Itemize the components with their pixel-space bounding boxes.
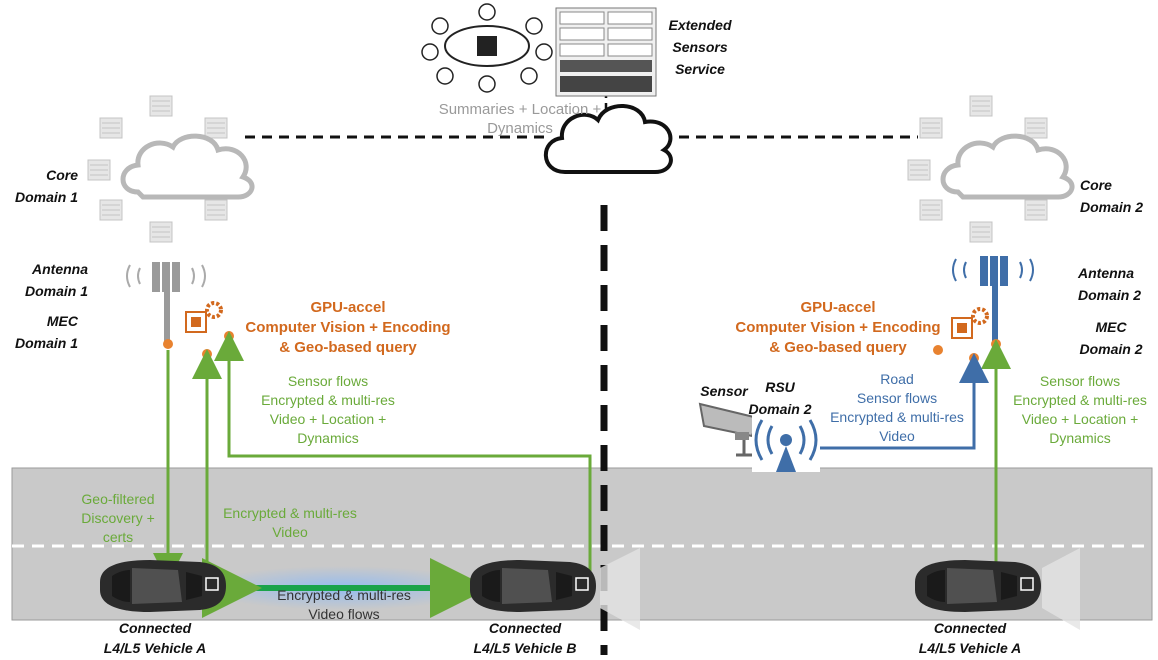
vehicle-a-right-label: Connected L4/L5 Vehicle A — [918, 620, 1022, 656]
core-domain-2-icon — [907, 95, 1072, 243]
core-domain-1-label: Core Domain 1 — [14, 167, 78, 205]
sensor-label: Sensor — [700, 383, 748, 399]
gpu-chip-icon-left — [185, 301, 223, 333]
gpu-accel-right-label: GPU-accel Computer Vision + Encoding & G… — [735, 299, 941, 356]
geo-filtered-label: Geo-filtered Discovery + certs — [81, 491, 155, 545]
gpu-accel-left-label: GPU-accel Computer Vision + Encoding & G… — [245, 299, 451, 356]
mec-node-2a — [991, 339, 1001, 349]
vehicle-b-icon — [470, 548, 640, 630]
rsu-icon — [752, 410, 820, 472]
mec-node-2c — [933, 345, 943, 355]
encrypted-video-label: Encrypted & multi-res Video — [223, 505, 357, 540]
rsu-domain-2-label: RSU Domain 2 — [748, 379, 812, 417]
antenna-domain-1-label: Antenna Domain 1 — [24, 261, 88, 299]
sensor-flows-right-label: Sensor flows Encrypted & multi-res Video… — [1013, 373, 1147, 446]
vehicle-a-left-icon — [100, 560, 226, 612]
mec-node-2b — [969, 353, 979, 363]
central-cloud-icon — [543, 104, 673, 174]
antenna-domain-2-label: Antenna Domain 2 — [1078, 265, 1142, 303]
sensor-network-icon — [421, 3, 553, 93]
core-domain-2-label: Core Domain 2 — [1080, 177, 1144, 215]
mec-domain-2-label: MEC Domain 2 — [1079, 319, 1143, 357]
mec-domain-1-label: MEC Domain 1 — [14, 313, 78, 351]
road-sensor-flow — [820, 353, 989, 450]
v2v-flows-label: Encrypted & multi-res Video flows — [277, 587, 411, 622]
vehicle-b-label: Connected L4/L5 Vehicle B — [473, 620, 577, 656]
road-sensor-flows-label: Road Sensor flows Encrypted & multi-res … — [830, 371, 964, 444]
mec-node-1a — [163, 339, 173, 349]
vehicle-b-sensor-flow — [214, 331, 592, 572]
sensor-flows-left-label: Sensor flows Encrypted & multi-res Video… — [261, 373, 395, 446]
vehicle-a-right-icon — [915, 548, 1080, 630]
core-domain-1-icon — [87, 95, 252, 243]
gpu-chip-icon-right — [951, 307, 989, 339]
antenna-domain-2-icon — [952, 256, 1034, 344]
antenna-domain-1-icon — [126, 262, 206, 345]
mec-node-1b — [202, 349, 212, 359]
extended-sensors-service-label: Extended Sensors Service — [668, 17, 732, 77]
summaries-label: Summaries + Location + Dynamics — [438, 101, 602, 137]
service-server-rack-icon — [555, 7, 657, 97]
vehicle-a-left-label: Connected L4/L5 Vehicle A — [103, 620, 207, 656]
